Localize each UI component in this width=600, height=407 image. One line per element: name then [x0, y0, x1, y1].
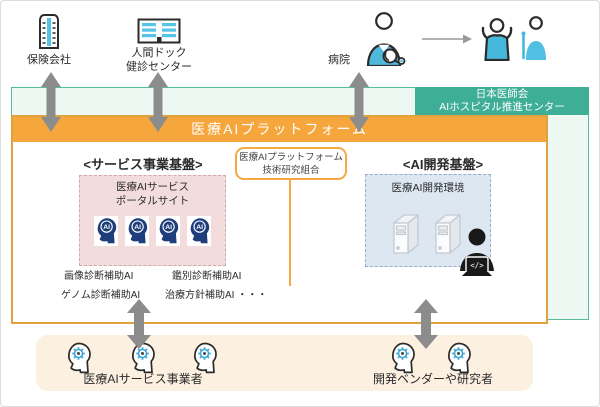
- dev-foundation-title: <AI開発基盤>: [402, 157, 484, 172]
- ai-service-label: 治療方針補助AI ・・・: [165, 290, 268, 301]
- svg-text:AI: AI: [196, 224, 203, 231]
- jma-center-box: 日本医師会 AIホスピタル推進センター: [415, 87, 589, 115]
- gear-head-icon: [447, 342, 471, 374]
- insurance-building-icon: [39, 14, 59, 49]
- ai-head-icon: AI: [125, 216, 149, 246]
- platform-banner: 医療AIプラットフォーム: [13, 117, 546, 142]
- patient-cane-icon: [521, 16, 546, 60]
- arrow-hospital-platform: [349, 72, 369, 132]
- arrow-platform-vendors: [414, 299, 438, 349]
- service-providers-label: 医療AIサービス事業者: [83, 372, 203, 386]
- dev-vendors-label: 開発ベンダーや研究者: [372, 372, 493, 386]
- hospital-label: 病院: [328, 54, 350, 66]
- gear-head-icon: [193, 342, 217, 374]
- portal-site-box: 医療AIサービス ポータルサイト AI AI: [79, 175, 226, 266]
- svg-text:</>: </>: [470, 261, 484, 270]
- arrow-right-icon: [422, 34, 472, 44]
- gear-head-icon: [131, 342, 155, 374]
- server-icon: [393, 214, 419, 254]
- ai-service-label: 画像診断補助AI: [64, 271, 134, 282]
- checkup-center-label: 人間ドック 健診センター: [126, 47, 192, 73]
- ai-service-label: ゲノム診断補助AI: [61, 290, 141, 301]
- dev-environment-box: 医療AI開発環境: [365, 174, 491, 267]
- platform-box: 医療AIプラットフォーム <サービス事業基盤> 医療AIプラットフォーム 技術研…: [11, 115, 548, 324]
- ai-head-icon: AI: [187, 216, 211, 246]
- service-foundation-title: <サービス事業基盤>: [83, 157, 203, 172]
- ai-head-icon: AI: [156, 216, 180, 246]
- org-connector-line: [289, 180, 291, 286]
- gear-head-icon: [67, 342, 91, 374]
- portal-site-label: 医療AIサービス ポータルサイト: [115, 181, 190, 207]
- developer-laptop-icon: </>: [460, 228, 494, 276]
- ai-service-label: 鑑別診断補助AI: [172, 271, 242, 282]
- dev-environment-label: 医療AI開発環境: [391, 182, 465, 194]
- stakeholders-box: [36, 335, 533, 391]
- svg-text:AI: AI: [103, 224, 110, 231]
- doctor-icon: [366, 12, 406, 66]
- patient-cheering-icon: [481, 18, 513, 61]
- arrow-checkup-platform: [148, 72, 168, 132]
- tech-research-org-box: 医療AIプラットフォーム 技術研究組合: [235, 147, 347, 180]
- gear-head-icon: [391, 342, 415, 374]
- ai-head-icon: AI: [94, 216, 118, 246]
- insurance-label: 保険会社: [27, 54, 71, 66]
- arrow-platform-providers: [127, 299, 151, 349]
- arrow-insurance-platform: [41, 72, 61, 132]
- platform-body: <サービス事業基盤> 医療AIプラットフォーム 技術研究組合 <AI開発基盤> …: [13, 142, 546, 322]
- server-icon: [435, 214, 461, 254]
- svg-text:AI: AI: [165, 224, 172, 231]
- checkup-center-building-icon: [137, 18, 181, 44]
- svg-text:AI: AI: [134, 224, 141, 231]
- ai-head-row: AI AI AI: [80, 216, 225, 246]
